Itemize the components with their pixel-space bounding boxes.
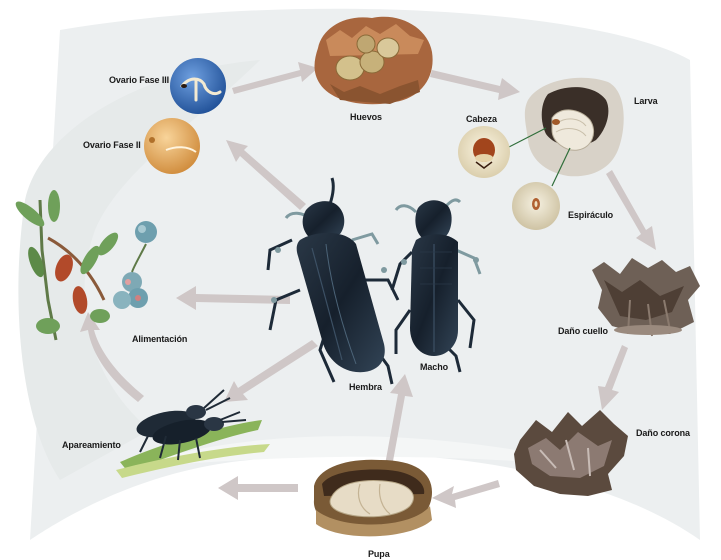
label-espiraculo: Espiráculo	[568, 210, 613, 220]
label-pupa: Pupa	[368, 549, 390, 559]
arrow-pupa-to-apareamiento-icon	[218, 476, 298, 500]
label-huevos: Huevos	[350, 112, 382, 122]
label-larva: Larva	[634, 96, 658, 106]
ovary-phase-iii-photo	[170, 58, 226, 114]
eggs-photo	[315, 17, 433, 105]
label-ovario-fase-iii: Ovario Fase III	[109, 75, 169, 85]
pupa-photo	[314, 460, 432, 537]
label-apareamiento: Apareamiento	[62, 440, 121, 450]
label-macho: Macho	[420, 362, 448, 372]
label-hembra: Hembra	[349, 382, 382, 392]
larva-head-photo	[458, 126, 510, 178]
ovary-phase-ii-photo	[144, 118, 200, 174]
spiracle-photo	[512, 182, 560, 230]
label-alimentacion: Alimentación	[132, 334, 187, 344]
label-dano-cuello: Daño cuello	[558, 326, 608, 336]
label-cabeza: Cabeza	[466, 114, 497, 124]
larva-photo	[525, 78, 624, 177]
arrow-corona-to-pupa-icon	[432, 480, 500, 508]
label-dano-corona: Daño corona	[636, 428, 690, 438]
label-ovario-fase-ii: Ovario Fase II	[83, 140, 141, 150]
